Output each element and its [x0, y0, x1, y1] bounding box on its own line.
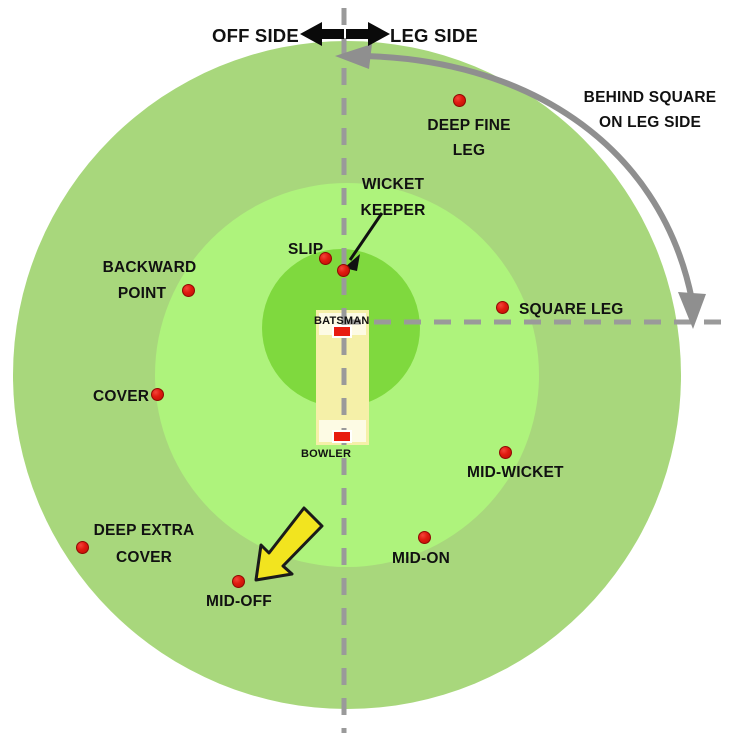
behind-square-arrow-head-end — [678, 292, 706, 329]
label-deep-fine-leg-line2: LEG — [452, 142, 486, 159]
off-side-label: OFF SIDE — [212, 25, 299, 46]
label-cover: COVER — [93, 388, 150, 405]
bowler-label: BOWLER — [301, 448, 352, 460]
label-mid-on: MID-ON — [392, 550, 451, 567]
label-deep-fine-leg-line1: DEEP FINE — [427, 117, 511, 134]
batsman-wicket-marker — [332, 325, 352, 338]
wicket-keeper-pointer-line — [348, 212, 384, 261]
label-square-leg: SQUARE LEG — [519, 301, 624, 318]
label-mid-off: MID-OFF — [206, 593, 272, 610]
label-deep-extra-cover-line1: DEEP EXTRA — [93, 522, 195, 539]
label-wicket-keeper-line2: KEEPER — [360, 202, 426, 219]
fielder-dot-mid-wicket[interactable] — [499, 446, 512, 459]
fielder-dot-deep-extra-cover[interactable] — [76, 541, 89, 554]
fielder-dot-deep-fine-leg[interactable] — [453, 94, 466, 107]
behind-square-line1: BEHIND SQUARE — [583, 89, 717, 106]
label-backward-point-line2: POINT — [117, 285, 167, 302]
batsman-label: BATSMAN — [314, 315, 370, 327]
fielder-dot-backward-point[interactable] — [182, 284, 195, 297]
fielder-dot-square-leg[interactable] — [496, 301, 509, 314]
label-slip: SLIP — [288, 241, 324, 258]
behind-square-arrow-head-start — [335, 44, 372, 69]
mid-off-yellow-arrow — [254, 506, 324, 582]
behind-square-line2: ON LEG SIDE — [598, 114, 702, 131]
leg-side-arrow-icon — [346, 22, 390, 46]
behind-square-curved-arrow — [357, 53, 695, 303]
fielder-dot-cover[interactable] — [151, 388, 164, 401]
label-wicket-keeper-line1: WICKET — [361, 176, 425, 193]
fielder-dot-wicket-keeper[interactable] — [337, 264, 350, 277]
fielder-dot-mid-on[interactable] — [418, 531, 431, 544]
label-deep-extra-cover-line2: COVER — [115, 549, 173, 566]
off-side-arrow-icon — [300, 22, 344, 46]
fielder-dot-mid-off[interactable] — [232, 575, 245, 588]
fielder-dot-slip[interactable] — [319, 252, 332, 265]
label-backward-point-line1: BACKWARD — [102, 259, 197, 276]
bowler-wicket-marker — [332, 430, 352, 443]
leg-side-label: LEG SIDE — [390, 25, 478, 46]
label-mid-wicket: MID-WICKET — [467, 464, 564, 481]
